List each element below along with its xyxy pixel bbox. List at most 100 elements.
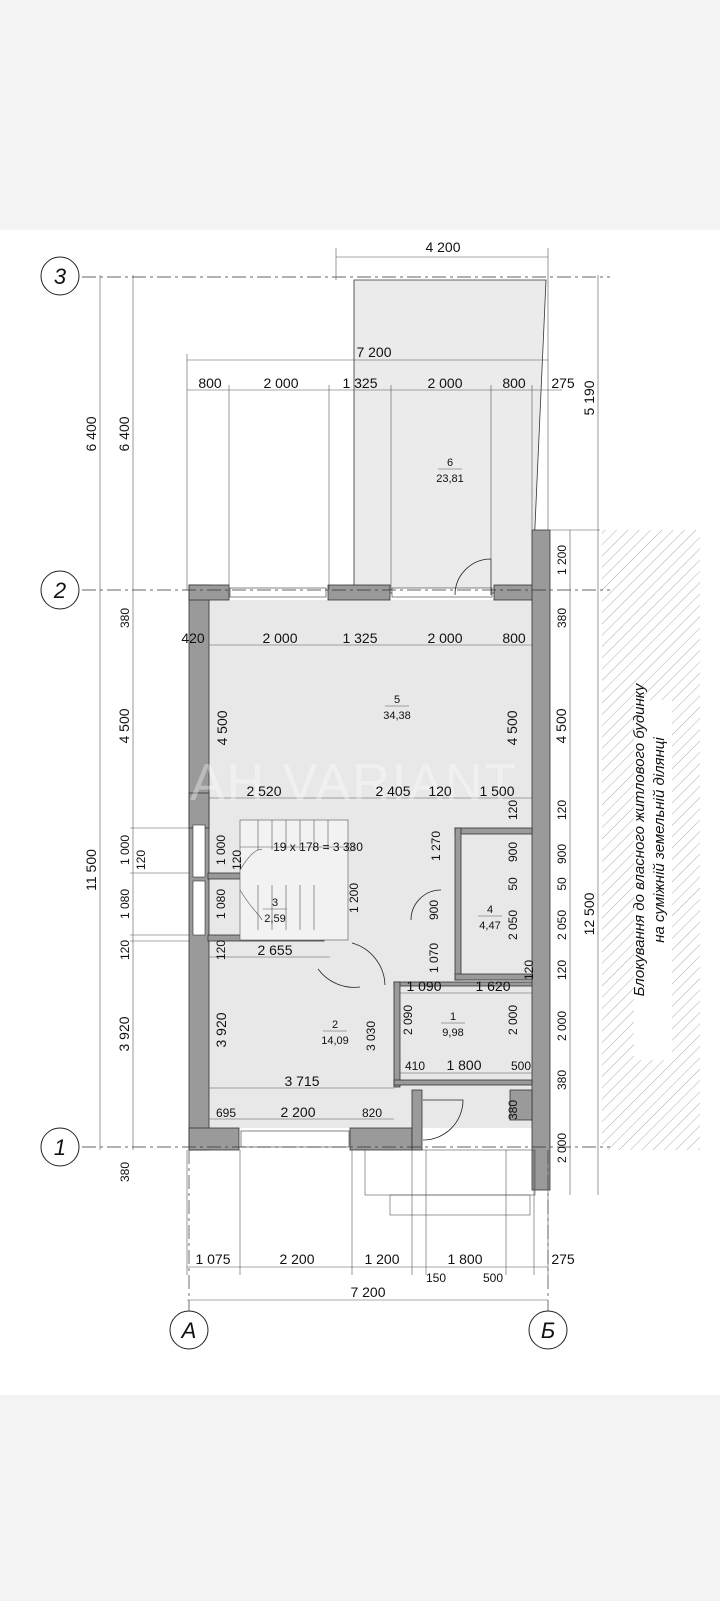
svg-text:4 500: 4 500 (504, 710, 520, 745)
svg-text:1 270: 1 270 (429, 831, 443, 861)
svg-text:2 200: 2 200 (280, 1104, 315, 1120)
svg-text:6 400: 6 400 (83, 416, 99, 451)
svg-text:500: 500 (511, 1059, 531, 1073)
svg-text:1 200: 1 200 (347, 883, 361, 913)
svg-text:1 620: 1 620 (475, 978, 510, 994)
room-2-label: 214,09 (321, 1019, 349, 1047)
svg-text:820: 820 (362, 1106, 382, 1120)
left-dimensions: 6 400 11 500 380 6 400 380 4 500 1 000 1… (83, 416, 148, 1182)
floor-plan-drawing: AH VARIANT 3 2 1 А Б 623,81 534,38 32,59… (40, 239, 700, 1350)
svg-text:9,98: 9,98 (442, 1027, 463, 1039)
svg-text:150: 150 (426, 1271, 446, 1285)
svg-text:1 800: 1 800 (446, 1057, 481, 1073)
svg-text:800: 800 (198, 375, 222, 391)
svg-text:50: 50 (555, 877, 569, 891)
svg-text:2: 2 (332, 1019, 338, 1031)
svg-text:900: 900 (506, 842, 520, 862)
dimension-lines (99, 248, 600, 1301)
room-3-label: 32,59 (263, 897, 287, 925)
terrace-area (353, 279, 547, 594)
axis-marker-1: 1 (40, 1127, 80, 1167)
svg-text:120: 120 (555, 800, 569, 820)
svg-text:410: 410 (405, 1059, 425, 1073)
room-5-label: 534,38 (383, 694, 411, 722)
svg-text:900: 900 (427, 900, 441, 920)
svg-text:1 090: 1 090 (406, 978, 441, 994)
room-labels: 623,81 534,38 32,59 44,47 214,09 19,98 (263, 457, 502, 1047)
svg-text:1 500: 1 500 (479, 783, 514, 799)
svg-text:1 080: 1 080 (214, 889, 228, 919)
svg-text:275: 275 (551, 1251, 575, 1267)
room-6-label: 623,81 (436, 457, 464, 485)
svg-text:1 325: 1 325 (342, 375, 377, 391)
svg-text:1: 1 (450, 1011, 456, 1023)
svg-text:1 080: 1 080 (118, 889, 132, 919)
svg-text:на суміжній земельній ділянці: на суміжній земельній ділянці (651, 737, 668, 943)
bottom-dimensions: 1 075 2 200 1 200 1 800 275 150 500 7 20… (195, 1251, 574, 1300)
svg-text:800: 800 (502, 375, 526, 391)
svg-text:2 520: 2 520 (246, 783, 281, 799)
exterior-walls (188, 529, 551, 1191)
svg-text:11 500: 11 500 (83, 849, 99, 891)
svg-text:2 200: 2 200 (279, 1251, 314, 1267)
svg-text:3 030: 3 030 (364, 1021, 378, 1051)
svg-text:1 000: 1 000 (214, 835, 228, 865)
svg-text:А: А (180, 1318, 197, 1343)
svg-text:1 800: 1 800 (447, 1251, 482, 1267)
windows (192, 587, 493, 1148)
svg-text:2 000: 2 000 (555, 1133, 569, 1163)
svg-text:120: 120 (230, 850, 244, 870)
svg-text:2 050: 2 050 (555, 910, 569, 940)
svg-text:2 050: 2 050 (506, 910, 520, 940)
top-dimensions: 4 200 7 200 800 2 000 1 325 2 000 800 27… (198, 239, 575, 391)
porch-steps (364, 1149, 536, 1216)
room-4-label: 44,47 (478, 904, 502, 932)
svg-text:4 500: 4 500 (214, 710, 230, 745)
svg-text:120: 120 (214, 940, 228, 960)
svg-text:2: 2 (53, 578, 66, 603)
svg-text:3 920: 3 920 (213, 1012, 229, 1047)
svg-text:2 000: 2 000 (427, 630, 462, 646)
svg-text:2 000: 2 000 (427, 375, 462, 391)
axis-marker-a: А (169, 1310, 209, 1350)
neighbour-blocking-note: Блокування до власного житлового будинку… (631, 682, 668, 996)
svg-text:3 715: 3 715 (284, 1073, 319, 1089)
svg-text:275: 275 (551, 375, 575, 391)
svg-text:2 090: 2 090 (401, 1005, 415, 1035)
svg-text:900: 900 (555, 844, 569, 864)
doors (317, 558, 492, 1141)
stair (239, 819, 355, 941)
axis-marker-3: 3 (40, 256, 80, 296)
svg-text:1 325: 1 325 (342, 630, 377, 646)
interior-dimensions: 420 2 000 1 325 2 000 800 4 500 4 500 2 … (181, 630, 536, 1120)
svg-text:4 500: 4 500 (553, 708, 569, 743)
svg-text:380: 380 (506, 1100, 520, 1120)
svg-text:50: 50 (506, 877, 520, 891)
axis-marker-2: 2 (40, 570, 80, 610)
svg-text:5 190: 5 190 (581, 380, 597, 415)
svg-text:7 200: 7 200 (356, 344, 391, 360)
svg-text:3: 3 (272, 897, 278, 909)
right-dimensions: 5 190 12 500 1 200 380 4 500 120 900 50 … (553, 380, 597, 1163)
svg-text:4 500: 4 500 (116, 708, 132, 743)
svg-text:4: 4 (487, 904, 493, 916)
svg-text:6: 6 (447, 457, 453, 469)
svg-text:420: 420 (181, 630, 205, 646)
svg-text:1 075: 1 075 (195, 1251, 230, 1267)
svg-text:800: 800 (502, 630, 526, 646)
svg-text:1 200: 1 200 (555, 545, 569, 575)
svg-text:2 000: 2 000 (555, 1011, 569, 1041)
svg-text:2 000: 2 000 (263, 375, 298, 391)
svg-text:4,47: 4,47 (479, 920, 500, 932)
svg-text:5: 5 (394, 694, 400, 706)
svg-text:120: 120 (118, 940, 132, 960)
svg-text:3 920: 3 920 (116, 1016, 132, 1051)
svg-text:500: 500 (483, 1271, 503, 1285)
svg-text:4 200: 4 200 (425, 239, 460, 255)
svg-text:23,81: 23,81 (436, 473, 464, 485)
svg-text:380: 380 (118, 608, 132, 628)
svg-text:Блокування до власного житлово: Блокування до власного житлового будинку (631, 682, 648, 996)
svg-text:380: 380 (118, 1162, 132, 1182)
watermark: AH VARIANT (190, 754, 518, 812)
